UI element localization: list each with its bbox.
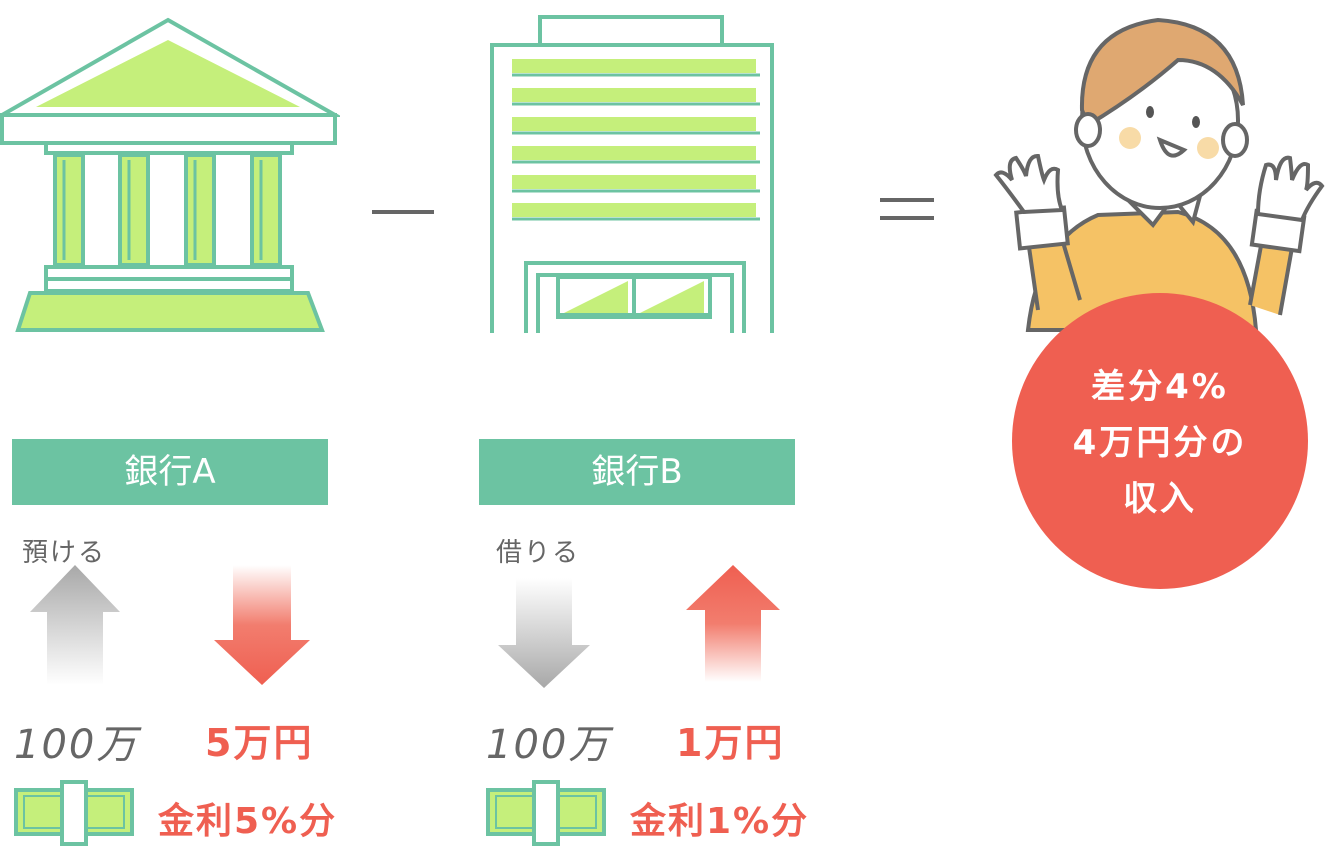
happy-person-illustration (993, 17, 1325, 332)
equals-sign (880, 198, 934, 224)
result-difference: 差分4% (1091, 367, 1229, 407)
bank-b-interest-arrow-icon (686, 565, 780, 682)
bank-b-building-icon (490, 15, 774, 333)
bank-a-action: 預ける (22, 538, 107, 568)
result-income-label: 収入 (1123, 479, 1197, 519)
bank-b-borrow-arrow-icon (498, 578, 590, 688)
bank-b-principal: 100万 (486, 722, 611, 768)
result-income-amount: 4万円分の (1072, 423, 1248, 463)
bank-a-cash-icon (14, 780, 134, 846)
result-circle: 差分4% 4万円分の 収入 (1012, 293, 1308, 589)
bank-b-label: 銀行B (479, 439, 795, 505)
bank-a-interest-rate: 金利5%分 (158, 801, 338, 842)
minus-sign (372, 210, 434, 214)
bank-a-deposit-arrow-icon (30, 565, 120, 685)
bank-a-building-icon (0, 17, 340, 332)
bank-a-interest-arrow-icon (214, 565, 310, 685)
bank-b-interest-rate: 金利1%分 (630, 801, 810, 842)
bank-a-principal: 100万 (14, 722, 139, 768)
bank-b-action: 借りる (496, 538, 581, 568)
bank-b-cash-icon (486, 780, 606, 846)
bank-a-label: 銀行A (12, 439, 328, 505)
bank-b-interest-amount: 1万円 (676, 721, 785, 765)
arrows-group (30, 565, 780, 688)
bank-a-interest-amount: 5万円 (205, 721, 314, 765)
